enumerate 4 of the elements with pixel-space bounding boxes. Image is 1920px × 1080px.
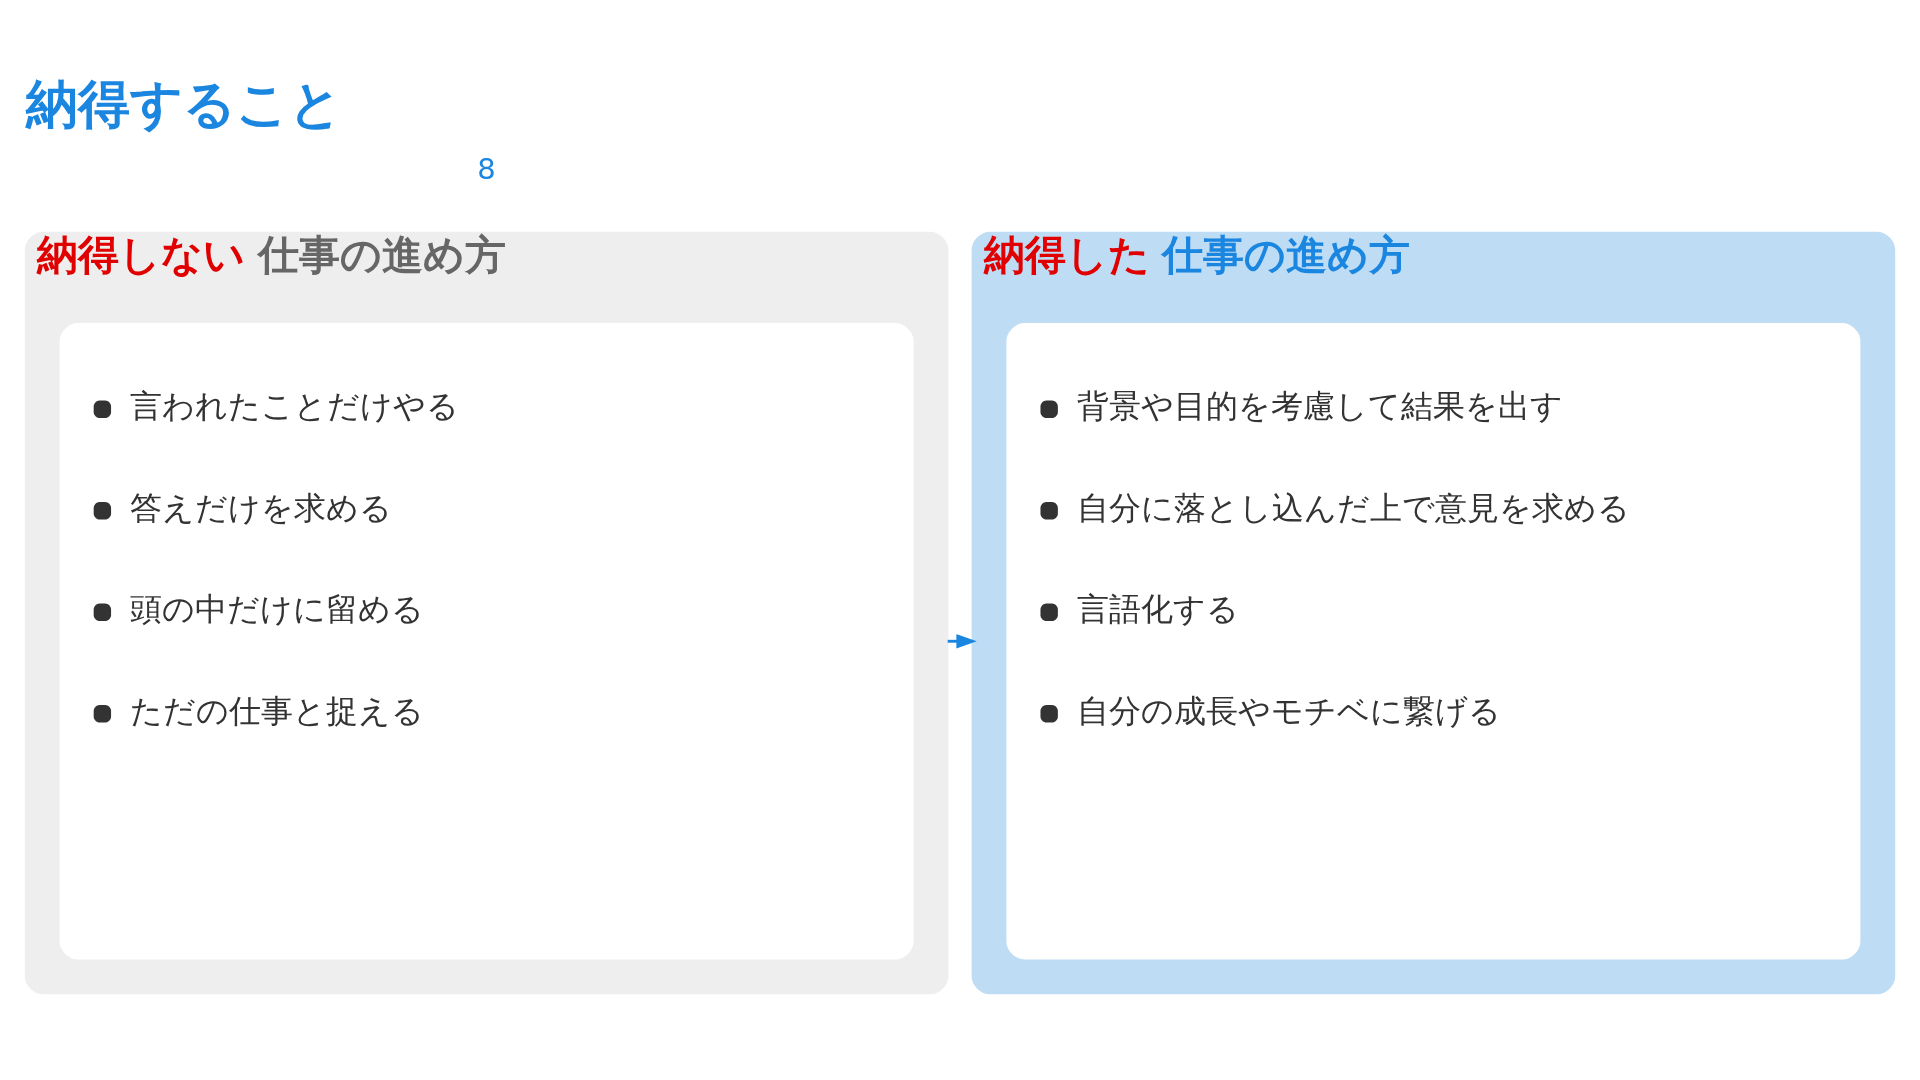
node-box: 背景や目的を考慮して結果を出す 自分に落とし込んだ上で意見を求める 言語化する 自分の成長やモチベに繋げる — [1006, 322, 1861, 960]
label: 8 — [477, 151, 496, 186]
diagram-title: 納得すること — [25, 73, 342, 134]
node-box: 言われたことだけやる 答えだけを求める 頭の中だけに留める ただの仕事と捉える — [59, 322, 914, 960]
